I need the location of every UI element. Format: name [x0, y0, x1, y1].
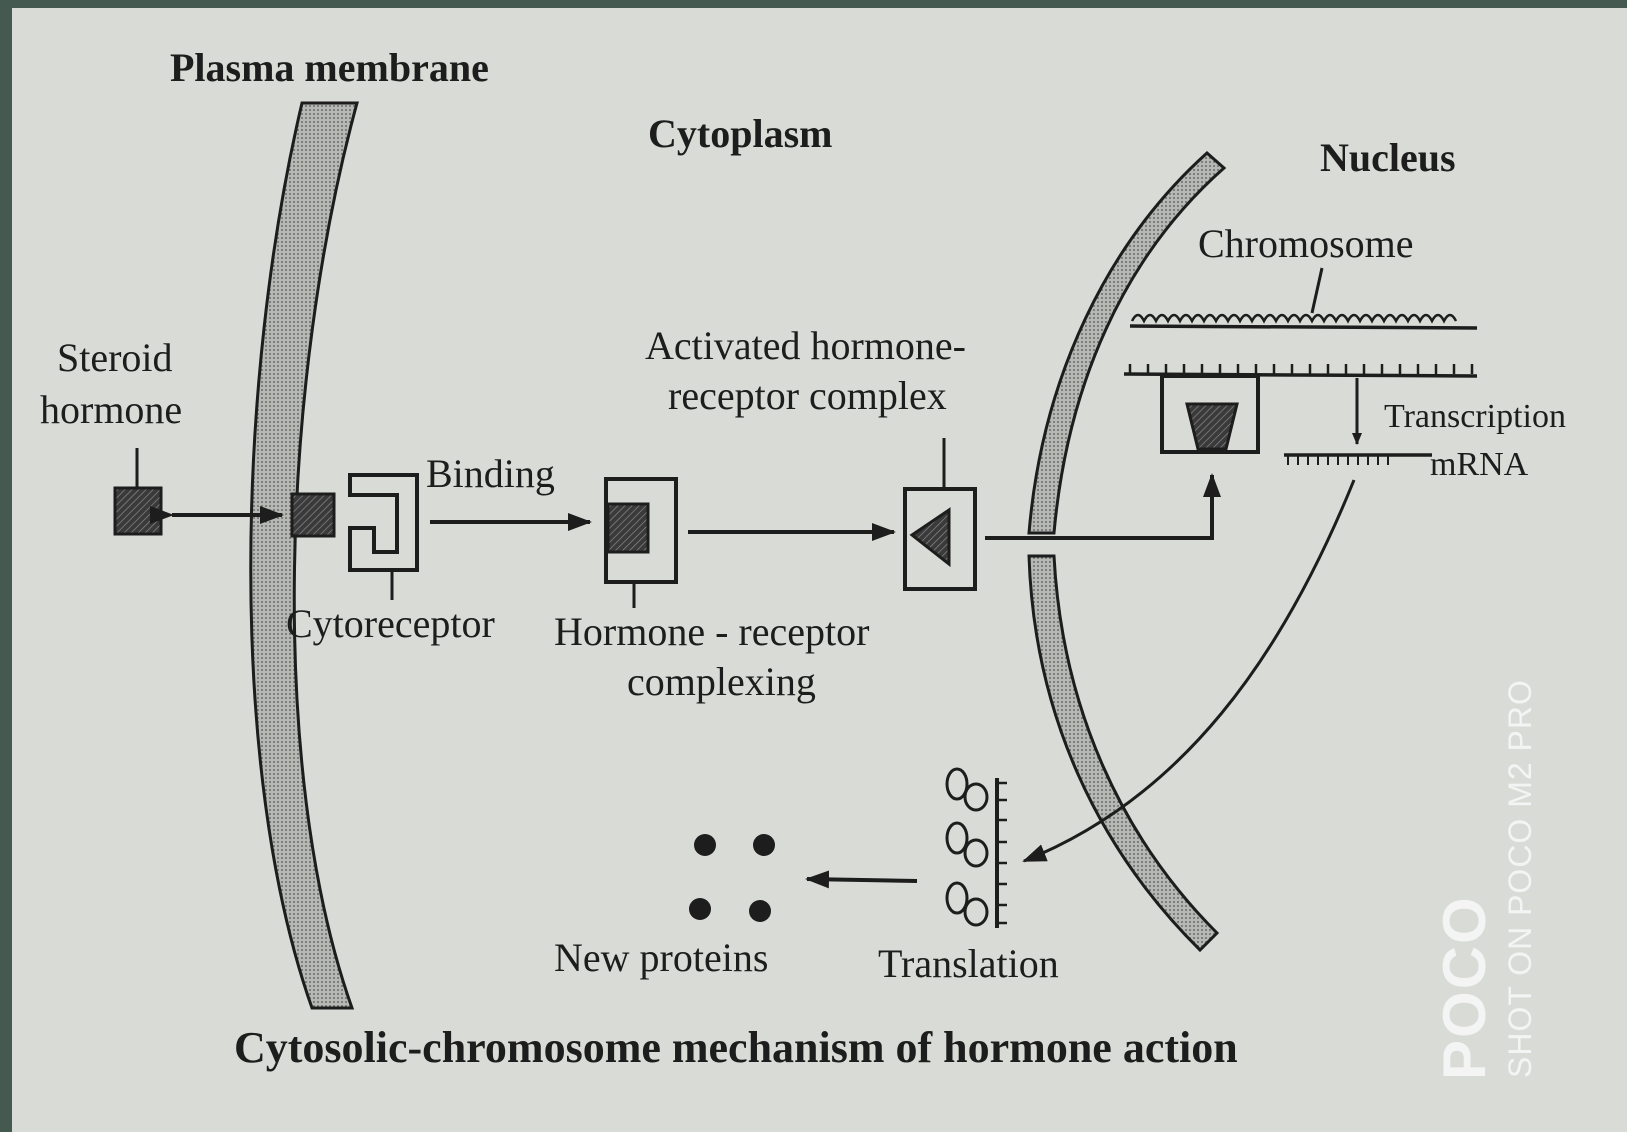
shot-on-watermark: SHOT ON POCO M2 PRO	[1502, 679, 1539, 1078]
plasma-membrane-label: Plasma membrane	[170, 48, 489, 88]
new-proteins-label: New proteins	[554, 938, 768, 978]
protein-dot	[694, 834, 716, 856]
chromosome-pointer	[1312, 268, 1322, 313]
chromosome-coil	[1132, 315, 1456, 321]
dna-bound-complex-icon	[1187, 404, 1237, 449]
activated-complex-wedge	[912, 510, 949, 564]
nuclear-envelope-lower	[1029, 556, 1217, 950]
steroid-hormone-label-line2: hormone	[40, 390, 182, 430]
protein-dot	[689, 898, 711, 920]
protein-dot	[749, 900, 771, 922]
complex-hormone-square	[608, 504, 648, 552]
cytoreceptor-shape	[350, 475, 417, 570]
complexing-label-line2: complexing	[627, 662, 816, 702]
cytoplasm-label: Cytoplasm	[648, 114, 832, 154]
chromosome-label: Chromosome	[1198, 224, 1414, 264]
nuclear-envelope-upper	[1029, 153, 1224, 533]
transcription-label: Transcription	[1384, 400, 1566, 434]
plasma-membrane-band	[251, 103, 357, 1008]
steroid-hormone-label-line1: Steroid	[57, 338, 173, 378]
poco-watermark: POCO	[1430, 895, 1499, 1080]
mrna-label: mRNA	[1430, 448, 1528, 482]
chromosome-strand	[1130, 326, 1477, 328]
cytoreceptor-label: Cytoreceptor	[286, 604, 495, 644]
steroid-hormone-square	[115, 488, 161, 534]
ribosome-group	[947, 769, 1007, 928]
diagram-page: Plasma membrane Cytoplasm Nucleus Chromo…	[12, 8, 1627, 1132]
complexing-label-line1: Hormone - receptor	[554, 612, 869, 652]
binding-label: Binding	[426, 454, 555, 494]
translation-label: Translation	[878, 944, 1059, 984]
activated-complex-label-line1: Activated hormone-	[645, 326, 966, 366]
figure-caption: Cytosolic-chromosome mechanism of hormon…	[234, 1026, 1238, 1070]
nucleus-label: Nucleus	[1320, 138, 1456, 178]
activated-complex-label-line2: receptor complex	[668, 376, 947, 416]
nuclear-entry-arrow	[985, 475, 1212, 538]
protein-release-arrow	[807, 879, 917, 881]
cytoplasmic-hormone-square	[292, 494, 334, 536]
protein-dot	[753, 834, 775, 856]
dna-ticks	[1130, 364, 1472, 374]
